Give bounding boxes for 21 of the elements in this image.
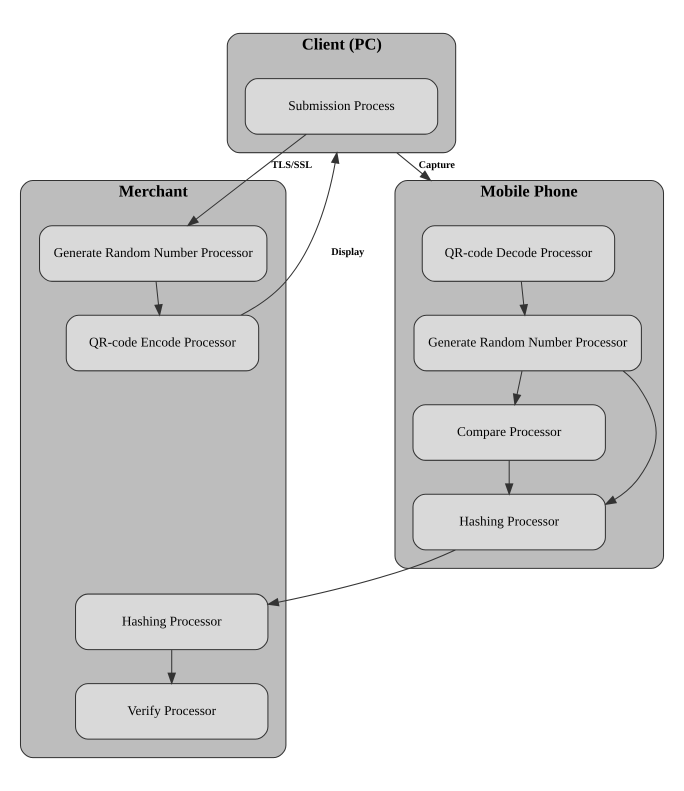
arrow (604, 370, 657, 506)
node-box: Submission Process (244, 78, 438, 135)
arrow (266, 549, 456, 606)
arrow (396, 152, 432, 182)
arrow (167, 650, 176, 686)
node-box: Hashing Processor (412, 494, 606, 550)
edge-label: Display (331, 247, 364, 258)
edge-label: Capture (418, 160, 455, 172)
arrow (240, 151, 340, 316)
node-box: Hashing Processor (75, 594, 268, 650)
node-box: QR-code Encode Processor (66, 314, 260, 372)
arrow (504, 460, 514, 496)
arrow (519, 282, 528, 317)
node-box: Verify Processor (75, 683, 268, 740)
arrow (154, 282, 163, 317)
node-box: Generate Random Number Processor (414, 314, 642, 372)
node-box: QR-code Decode Processor (422, 225, 616, 282)
arrow (512, 371, 522, 406)
node-box: Generate Random Number Processor (39, 225, 268, 282)
edge-label: TLS/SSL (272, 160, 312, 172)
node-box: Compare Processor (412, 404, 606, 461)
